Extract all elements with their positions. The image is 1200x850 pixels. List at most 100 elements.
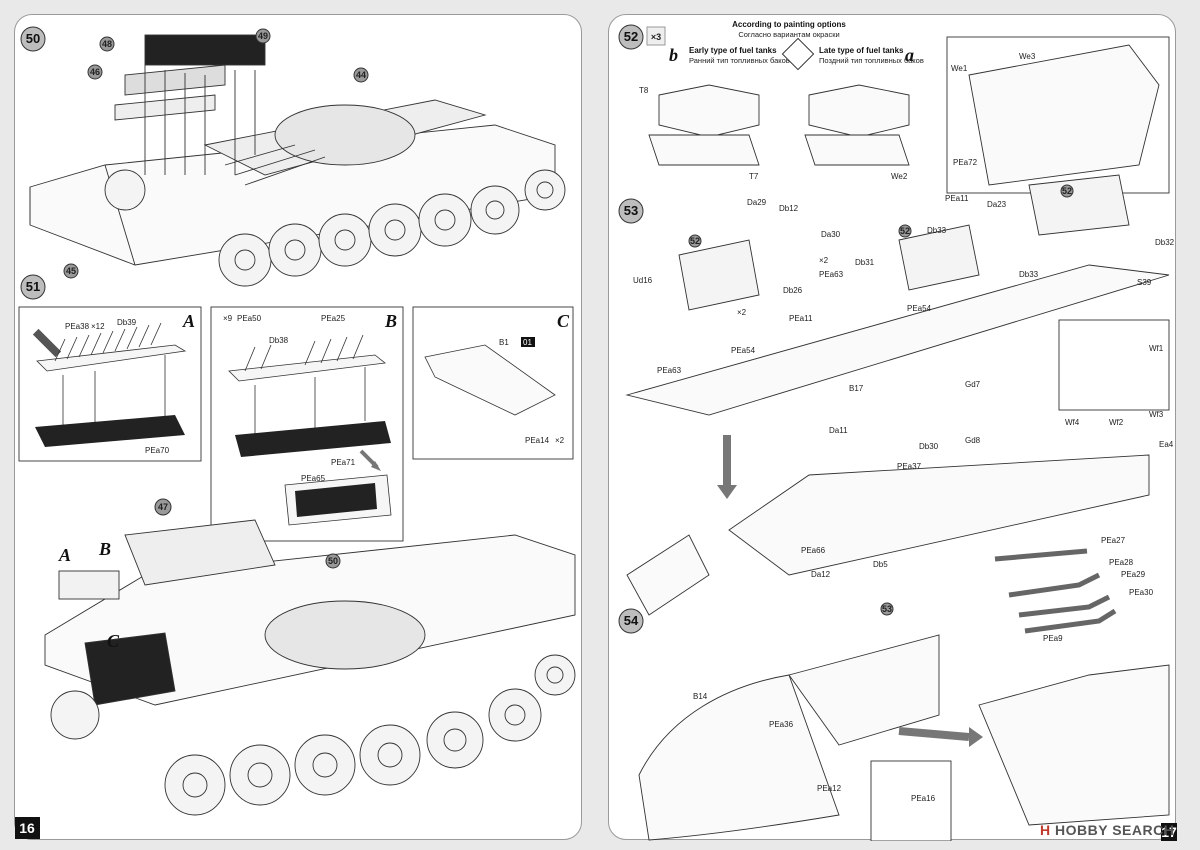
svg-text:PEa38: PEa38 xyxy=(65,322,90,331)
step-52-badge: 52 ×3 xyxy=(618,24,666,50)
svg-text:Wf3: Wf3 xyxy=(1149,410,1164,419)
step-51-badge: 51 xyxy=(20,274,46,300)
svg-text:47: 47 xyxy=(158,502,168,512)
svg-text:Ea4: Ea4 xyxy=(1159,440,1174,449)
step-51-panel-a: A PEa38 ×12 Db39 PEa70 xyxy=(18,306,202,462)
hobby-search-logo-icon: H xyxy=(1040,822,1051,838)
painting-options-header: According to painting options Согласно в… xyxy=(669,20,924,71)
svg-text:46: 46 xyxy=(90,67,100,77)
svg-text:PEa36: PEa36 xyxy=(769,720,794,729)
svg-text:B1: B1 xyxy=(499,338,509,347)
svg-text:Da30: Da30 xyxy=(821,230,841,239)
svg-text:49: 49 xyxy=(258,31,268,41)
step-54-illustration xyxy=(638,548,1170,841)
svg-text:Db26: Db26 xyxy=(783,286,803,295)
svg-text:A: A xyxy=(58,545,71,565)
svg-text:PEa30: PEa30 xyxy=(1129,588,1154,597)
svg-text:PEa28: PEa28 xyxy=(1109,558,1134,567)
svg-text:We3: We3 xyxy=(1019,52,1036,61)
step-50-badge: 50 xyxy=(20,26,46,52)
left-page-drawing: 50 48 49 46 44 45 xyxy=(15,26,576,839)
step-54-labels: PEa66 Db5 Da12 53 B14 PEa36 PEa12 PEa16 … xyxy=(693,536,1154,803)
step-53-illustration xyxy=(625,174,1170,616)
svg-text:Early type of fuel tanks: Early type of fuel tanks xyxy=(689,46,777,55)
svg-text:52: 52 xyxy=(690,236,700,246)
svg-text:PEa16: PEa16 xyxy=(911,794,936,803)
svg-text:53: 53 xyxy=(882,604,892,614)
svg-text:52: 52 xyxy=(624,29,638,44)
svg-text:PEa37: PEa37 xyxy=(897,462,922,471)
svg-text:51: 51 xyxy=(26,279,40,294)
step-52-labels: T8 T7 We2 We1 We3 PEa72 xyxy=(639,52,1036,181)
svg-text:PEa11: PEa11 xyxy=(789,314,813,323)
svg-text:B: B xyxy=(384,311,397,331)
svg-text:C: C xyxy=(557,311,570,331)
step-51-panel-c: C B1 01 PEa14 ×2 xyxy=(412,306,574,460)
svg-text:b: b xyxy=(669,45,678,65)
svg-text:17: 17 xyxy=(1161,824,1177,840)
instruction-page-right: 52 ×3 According to painting options Согл… xyxy=(608,14,1177,841)
svg-text:Db33: Db33 xyxy=(1019,270,1039,279)
svg-text:PEa70: PEa70 xyxy=(145,446,170,455)
svg-text:50: 50 xyxy=(328,556,338,566)
svg-text:53: 53 xyxy=(624,203,638,218)
svg-text:Db5: Db5 xyxy=(873,560,888,569)
svg-text:Db30: Db30 xyxy=(919,442,939,451)
svg-text:Gd8: Gd8 xyxy=(965,436,981,445)
svg-text:×2: ×2 xyxy=(737,308,747,317)
svg-text:Da11: Da11 xyxy=(829,426,848,435)
svg-text:PEa25: PEa25 xyxy=(321,314,346,323)
step-47-hull-illustration xyxy=(44,519,576,816)
svg-text:Db32: Db32 xyxy=(1155,238,1175,247)
step-50-hull-illustration xyxy=(29,34,566,287)
step-47-callouts: 47 A B C 50 xyxy=(58,498,341,651)
svg-text:We1: We1 xyxy=(951,64,968,73)
svg-text:According to painting options: According to painting options xyxy=(732,20,846,29)
svg-text:16: 16 xyxy=(19,820,35,836)
svg-text:B17: B17 xyxy=(849,384,864,393)
svg-text:PEa54: PEa54 xyxy=(907,304,932,313)
svg-text:PEa63: PEa63 xyxy=(819,270,844,279)
svg-text:Da29: Da29 xyxy=(747,198,767,207)
instruction-page-left: 50 48 49 46 44 45 xyxy=(14,14,582,840)
watermark-text: HOBBY SEARCH xyxy=(1055,822,1175,838)
svg-text:Db12: Db12 xyxy=(779,204,799,213)
svg-text:Db31: Db31 xyxy=(855,258,875,267)
svg-text:Wf1: Wf1 xyxy=(1149,344,1164,353)
svg-text:T8: T8 xyxy=(639,86,649,95)
svg-text:Da12: Da12 xyxy=(811,570,831,579)
svg-text:48: 48 xyxy=(102,39,112,49)
svg-text:52: 52 xyxy=(900,226,910,236)
svg-text:Db38: Db38 xyxy=(269,336,289,345)
svg-text:T7: T7 xyxy=(749,172,759,181)
svg-text:Late type of fuel tanks: Late type of fuel tanks xyxy=(819,46,904,55)
page-number-right: 17 xyxy=(1161,823,1177,841)
svg-text:PEa29: PEa29 xyxy=(1121,570,1146,579)
svg-text:54: 54 xyxy=(624,613,639,628)
svg-text:Wf2: Wf2 xyxy=(1109,418,1124,427)
step-51-panel-b: B ×9 PEa50 PEa25 Db38 PEa71 PEa65 xyxy=(210,306,404,542)
svg-text:Согласно вариантам окраски: Согласно вариантам окраски xyxy=(738,30,839,39)
svg-text:×9: ×9 xyxy=(223,314,233,323)
step-54-badge: 54 xyxy=(618,608,644,634)
svg-text:A: A xyxy=(182,311,195,331)
svg-text:B14: B14 xyxy=(693,692,708,701)
svg-text:PEa72: PEa72 xyxy=(953,158,978,167)
svg-text:PEa66: PEa66 xyxy=(801,546,826,555)
right-page-drawing: 52 ×3 According to painting options Согл… xyxy=(618,20,1177,841)
svg-text:Ранний тип топливных баков: Ранний тип топливных баков xyxy=(689,56,790,65)
svg-text:PEa65: PEa65 xyxy=(301,474,326,483)
svg-text:Da23: Da23 xyxy=(987,200,1007,209)
svg-text:Поздний тип топливных баков: Поздний тип топливных баков xyxy=(819,56,924,65)
step-53-labels: Da29 Db12 Da30 52 Ud16 PEa54 ×2 PEa63 ×2… xyxy=(633,184,1175,471)
step-53-badge: 53 xyxy=(618,198,644,224)
svg-text:S39: S39 xyxy=(1137,278,1152,287)
svg-text:×2: ×2 xyxy=(819,256,829,265)
svg-text:B: B xyxy=(98,539,111,559)
svg-text:PEa63: PEa63 xyxy=(657,366,682,375)
svg-text:Wf4: Wf4 xyxy=(1065,418,1080,427)
svg-text:PEa54: PEa54 xyxy=(731,346,756,355)
svg-text:Ud16: Ud16 xyxy=(633,276,653,285)
svg-text:Gd7: Gd7 xyxy=(965,380,981,389)
svg-text:45: 45 xyxy=(66,266,76,276)
